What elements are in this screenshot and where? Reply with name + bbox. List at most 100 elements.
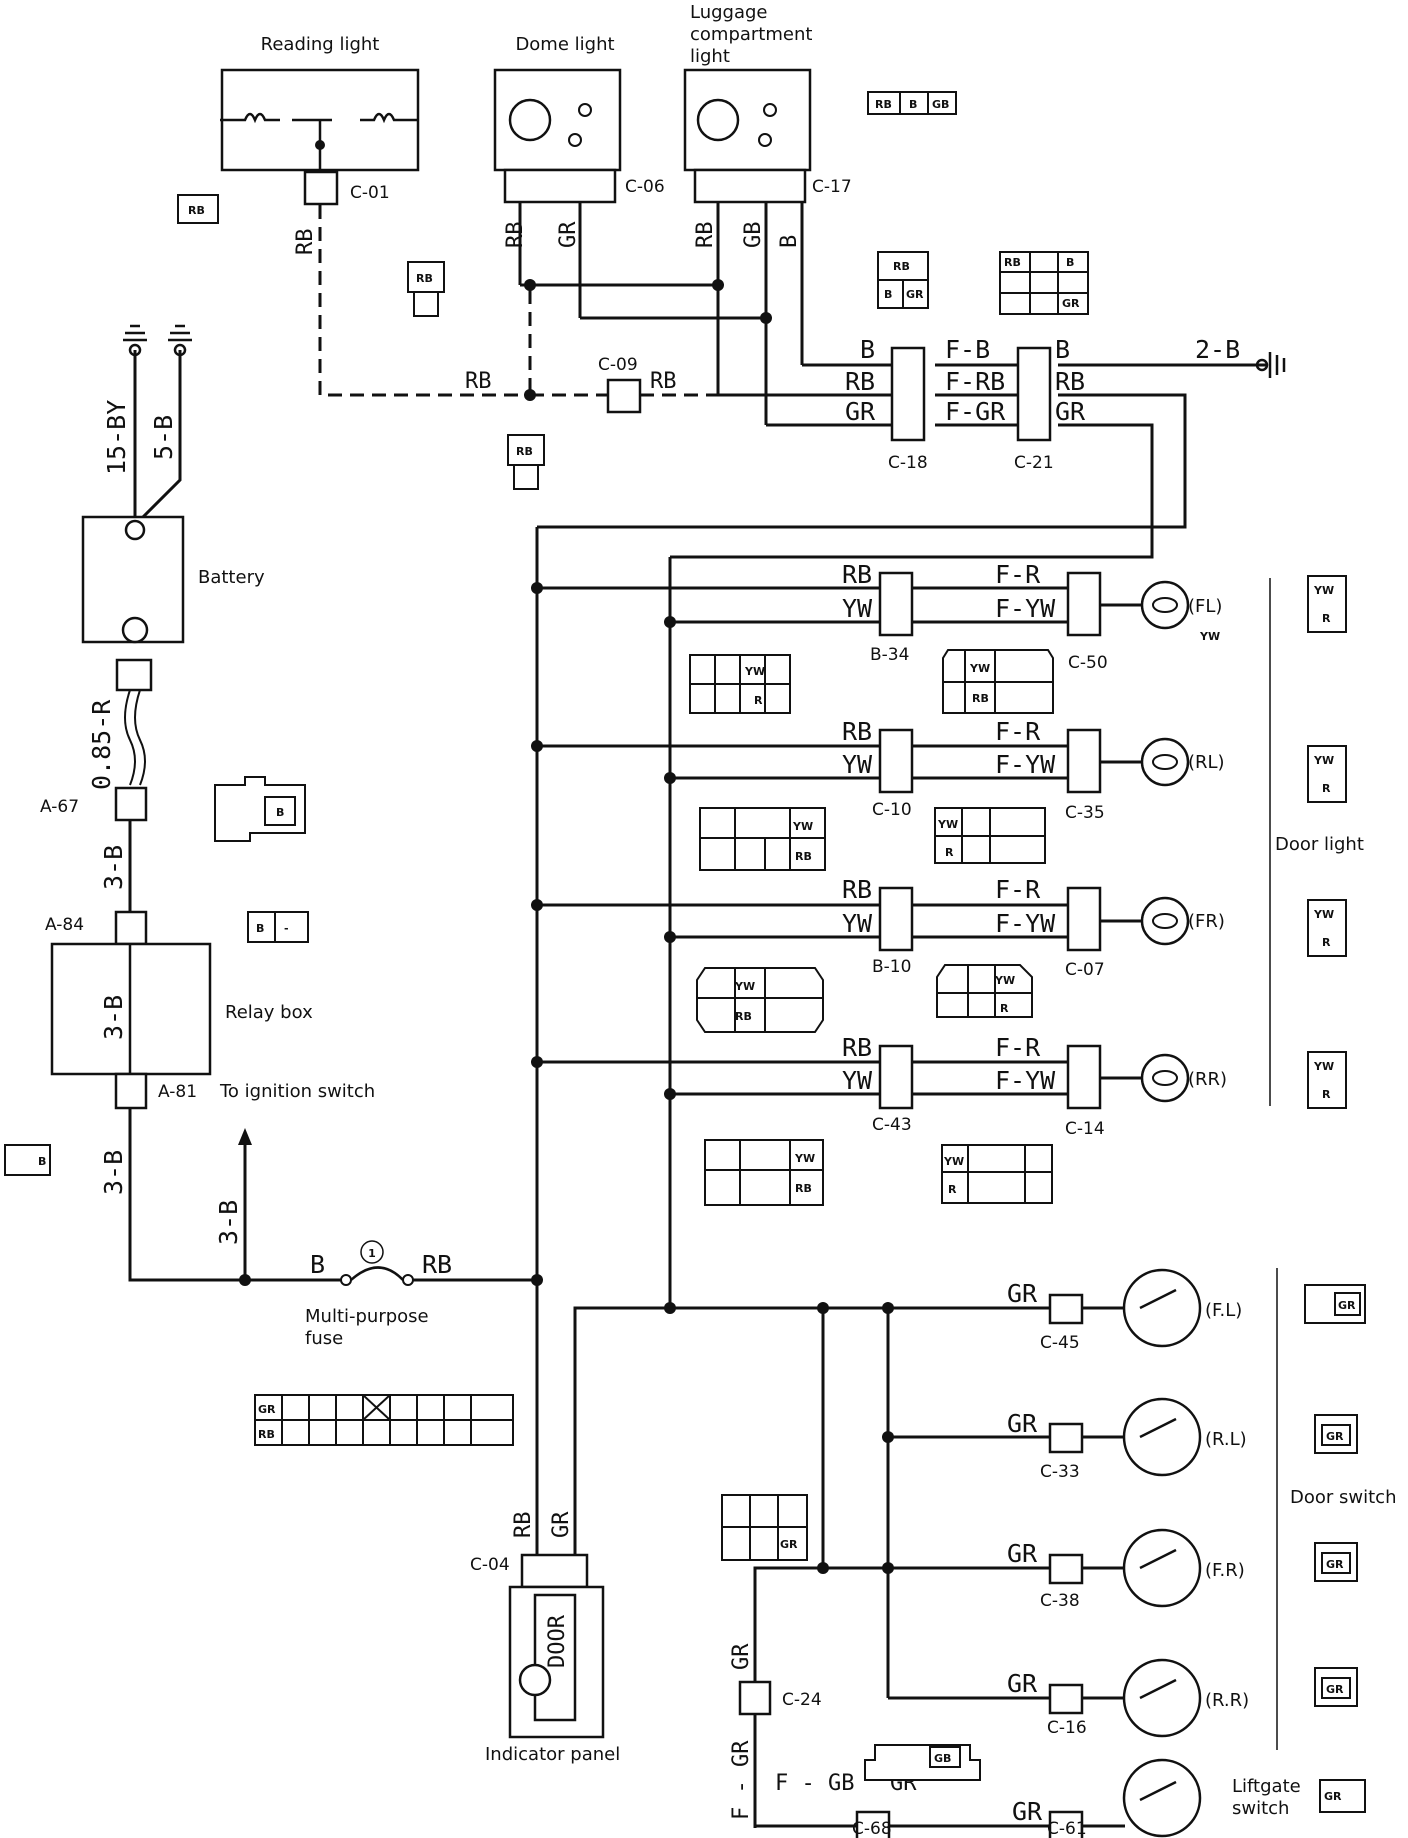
svg-text:RB: RB [842, 717, 872, 746]
wire-frb: F-RB [945, 367, 1005, 396]
svg-text:YW: YW [1313, 1060, 1334, 1073]
fr-switch-wire [753, 1566, 1050, 1698]
svg-text:F - GR: F - GR [729, 1740, 754, 1820]
a84-label: A-84 [45, 915, 84, 935]
luggage-light-label-3: light [690, 46, 730, 67]
svg-text:GR: GR [906, 288, 924, 301]
svg-text:C-24: C-24 [782, 1690, 822, 1710]
door-switch-fl: GR C-45 (F.L) [1007, 1268, 1242, 1353]
svg-text:C-61: C-61 [1047, 1819, 1087, 1838]
svg-text:C-07: C-07 [1065, 960, 1105, 980]
connector-face-icon [407, 261, 445, 293]
indicator-panel-label: Indicator panel [485, 1744, 620, 1765]
svg-text:YW: YW [794, 1152, 815, 1165]
indicator-gr-wire [573, 1306, 670, 1555]
battery-5b-wire [133, 350, 182, 527]
svg-text:R: R [1000, 1002, 1009, 1015]
wire-rb-c09-left: RB [465, 369, 492, 394]
svg-text:RB: RB [842, 875, 872, 904]
svg-text:YW: YW [842, 909, 873, 938]
wire-085r: 0.85-R [87, 699, 116, 790]
wire-15by: 15-BY [102, 400, 131, 475]
svg-text:GR: GR [1326, 1558, 1344, 1571]
wire-rb-c18: RB [845, 367, 875, 396]
gr-out-wire [670, 423, 1154, 559]
liftgate-harness: C-24 GR F - GR F - GB GR C-68 C-61 [729, 1643, 1087, 1838]
svg-text:F-YW: F-YW [995, 594, 1056, 623]
svg-text:GB: GB [934, 1752, 951, 1765]
wire-fgr: F-GR [945, 397, 1006, 426]
indicator-panel: RB GR C-04 DOOR Indicator panel [470, 1511, 620, 1765]
wire-2b: 2-B [1195, 335, 1240, 364]
svg-text:Liftgate: Liftgate [1232, 1776, 1301, 1797]
svg-text:YW: YW [1313, 754, 1334, 767]
svg-text:C-10: C-10 [872, 800, 912, 820]
wire-rb-luggage: RB [693, 222, 718, 249]
door-light-rr: RB YW F-R F-YW C-43 C-14 (RR) [842, 1033, 1227, 1139]
svg-text:switch: switch [1232, 1798, 1289, 1819]
c18-label: C-18 [888, 453, 928, 473]
wire-3b-lower: 3-B [99, 1150, 128, 1195]
dome-light: Dome light C-06 [493, 34, 665, 204]
wire-3b-ignition: 3-B [214, 1200, 243, 1245]
luggage-light-label-2: compartment [690, 24, 812, 45]
door-switch-label: Door switch [1290, 1487, 1396, 1508]
wire-gr-c21: GR [1055, 397, 1086, 426]
svg-text:GR: GR [1007, 1539, 1038, 1568]
svg-text:F-R: F-R [995, 560, 1041, 589]
reading-light-label: Reading light [261, 34, 380, 55]
svg-text:RB: RB [893, 260, 910, 273]
luggage-light-label-1: Luggage [690, 2, 768, 23]
c06-label: C-06 [625, 177, 665, 197]
connector-face-icon [941, 1144, 1053, 1204]
luggage-compartment-light: Luggage compartment light C-17 [683, 2, 852, 204]
svg-text:C-68: C-68 [852, 1819, 892, 1838]
door-indicator-text: DOOR [545, 1614, 570, 1668]
svg-text:C-14: C-14 [1065, 1119, 1105, 1139]
lamp-icon [1140, 896, 1190, 946]
svg-text:-: - [284, 922, 289, 935]
svg-text:YW: YW [842, 594, 873, 623]
wire-rb-c21: RB [1055, 367, 1085, 396]
svg-text:B-10: B-10 [872, 957, 911, 977]
svg-text:YW: YW [1199, 630, 1220, 643]
svg-text:RB: RB [735, 1010, 752, 1023]
door-light-fr: RB YW F-R F-YW B-10 C-07 (FR) [842, 875, 1225, 980]
connector-face-icon [1307, 899, 1347, 957]
c21-label: C-21 [1014, 453, 1054, 473]
wire-gb-luggage: GB [741, 222, 766, 249]
liftgate-switch: GR Liftgate switch [1012, 1758, 1301, 1838]
connector-face-icon [1307, 575, 1347, 633]
svg-text:GR: GR [1007, 1409, 1038, 1438]
switch-icon [1122, 1758, 1202, 1838]
svg-text:GR: GR [549, 1511, 574, 1538]
svg-text:B: B [909, 98, 917, 111]
svg-text:R: R [945, 846, 954, 859]
svg-text:B: B [884, 288, 892, 301]
svg-text:R: R [1322, 936, 1331, 949]
svg-text:YW: YW [734, 980, 755, 993]
svg-text:R: R [1322, 782, 1331, 795]
wire-gr-c18: GR [845, 397, 876, 426]
svg-text:GR: GR [1326, 1430, 1344, 1443]
battery-section: 15-BY 5-B Battery 0.85-R A-67 3-B A-84 3… [40, 324, 375, 1245]
svg-text:C-50: C-50 [1068, 653, 1108, 673]
wire-fb: F-B [945, 335, 990, 364]
wire-rb-fuse: RB [422, 1250, 452, 1279]
ground-icon [123, 324, 192, 357]
svg-text:C-38: C-38 [1040, 1591, 1080, 1611]
connector-face-icon [864, 1744, 981, 1781]
connector-face-icon [177, 194, 219, 224]
svg-text:GR: GR [1338, 1299, 1356, 1312]
svg-text:GR: GR [1012, 1797, 1043, 1826]
svg-text:GR: GR [1062, 297, 1080, 310]
connector-face-icon [999, 251, 1089, 315]
bulb-icon [518, 1663, 552, 1697]
svg-text:F - GB: F - GB [775, 1771, 854, 1796]
wire-3b-a67: 3-B [99, 845, 128, 890]
to-ignition-label: To ignition switch [219, 1081, 375, 1102]
connector-face-icon [696, 967, 824, 1033]
svg-text:(F.R): (F.R) [1205, 1560, 1245, 1581]
svg-text:R: R [948, 1183, 957, 1196]
